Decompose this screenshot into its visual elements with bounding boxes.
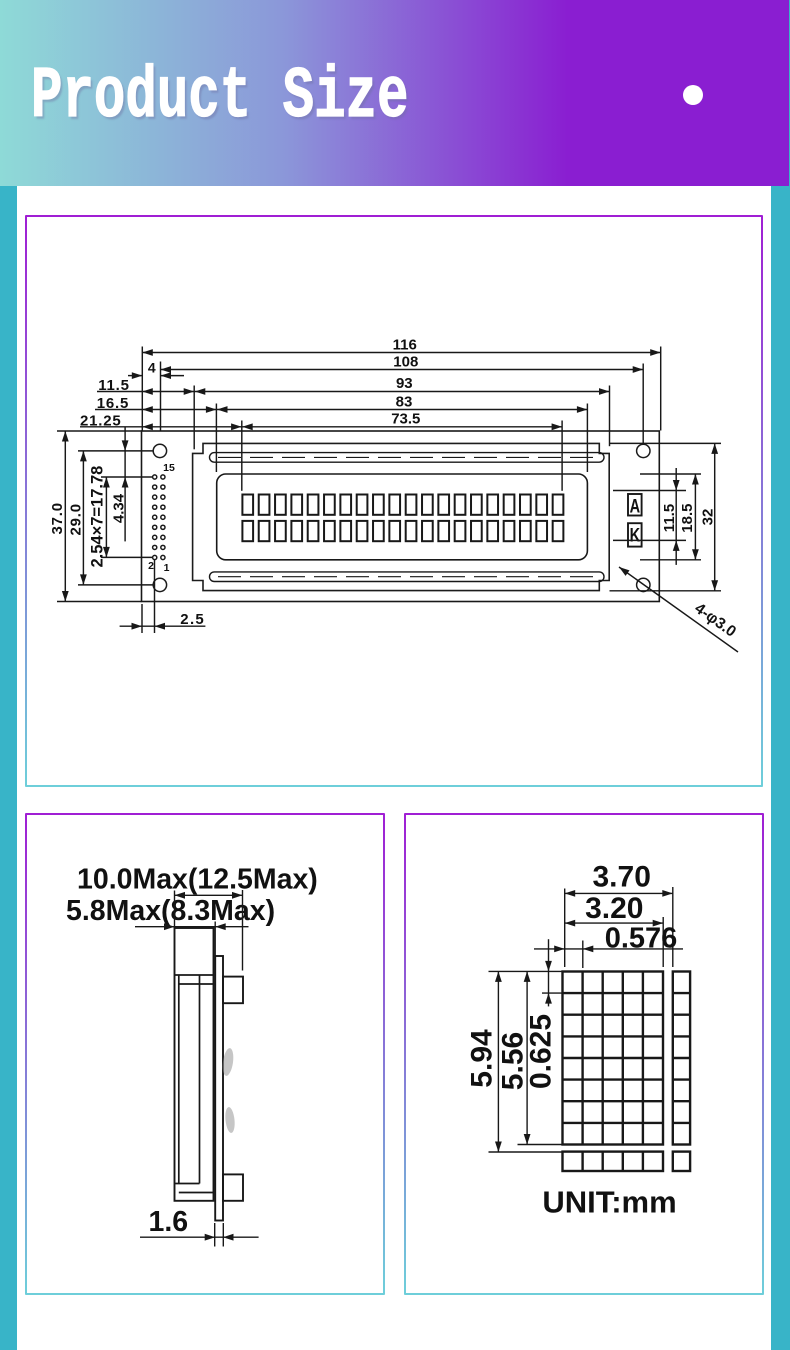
svg-text:10.0Max(12.5Max): 10.0Max(12.5Max) [77,863,318,895]
svg-text:3.20: 3.20 [585,892,643,925]
svg-text:11.5: 11.5 [98,377,130,394]
svg-text:4-φ3.0: 4-φ3.0 [691,600,739,641]
svg-text:29.0: 29.0 [68,503,85,535]
svg-text:16.5: 16.5 [97,395,129,412]
svg-text:11.5: 11.5 [661,504,678,532]
svg-text:5.94: 5.94 [466,1029,499,1088]
svg-text:21.25: 21.25 [80,413,122,430]
svg-text:5.8Max(8.3Max): 5.8Max(8.3Max) [66,895,275,927]
svg-text:4: 4 [148,360,156,376]
svg-text:18.5: 18.5 [679,503,696,532]
svg-text:15: 15 [163,462,175,474]
svg-text:83: 83 [396,393,413,410]
svg-text:4.34: 4.34 [110,493,127,523]
svg-text:0.576: 0.576 [605,923,678,955]
svg-text:116: 116 [393,337,417,354]
svg-text:A: A [630,497,641,518]
svg-text:0.625: 0.625 [525,1014,558,1089]
svg-text:UNIT:mm: UNIT:mm [542,1185,676,1220]
svg-text:2: 2 [148,560,154,572]
svg-text:73.5: 73.5 [391,410,420,427]
svg-text:1: 1 [164,562,170,574]
svg-text:37.0: 37.0 [49,502,66,534]
svg-text:32: 32 [700,509,717,526]
svg-text:5.56: 5.56 [497,1032,530,1090]
svg-text:2.54×7=17.78: 2.54×7=17.78 [89,466,107,568]
svg-text:3.70: 3.70 [593,861,651,894]
svg-text:2.5: 2.5 [180,611,205,628]
svg-text:93: 93 [396,375,413,392]
svg-text:K: K [630,526,641,547]
svg-text:108: 108 [393,353,418,370]
svg-text:1.6: 1.6 [149,1206,189,1238]
